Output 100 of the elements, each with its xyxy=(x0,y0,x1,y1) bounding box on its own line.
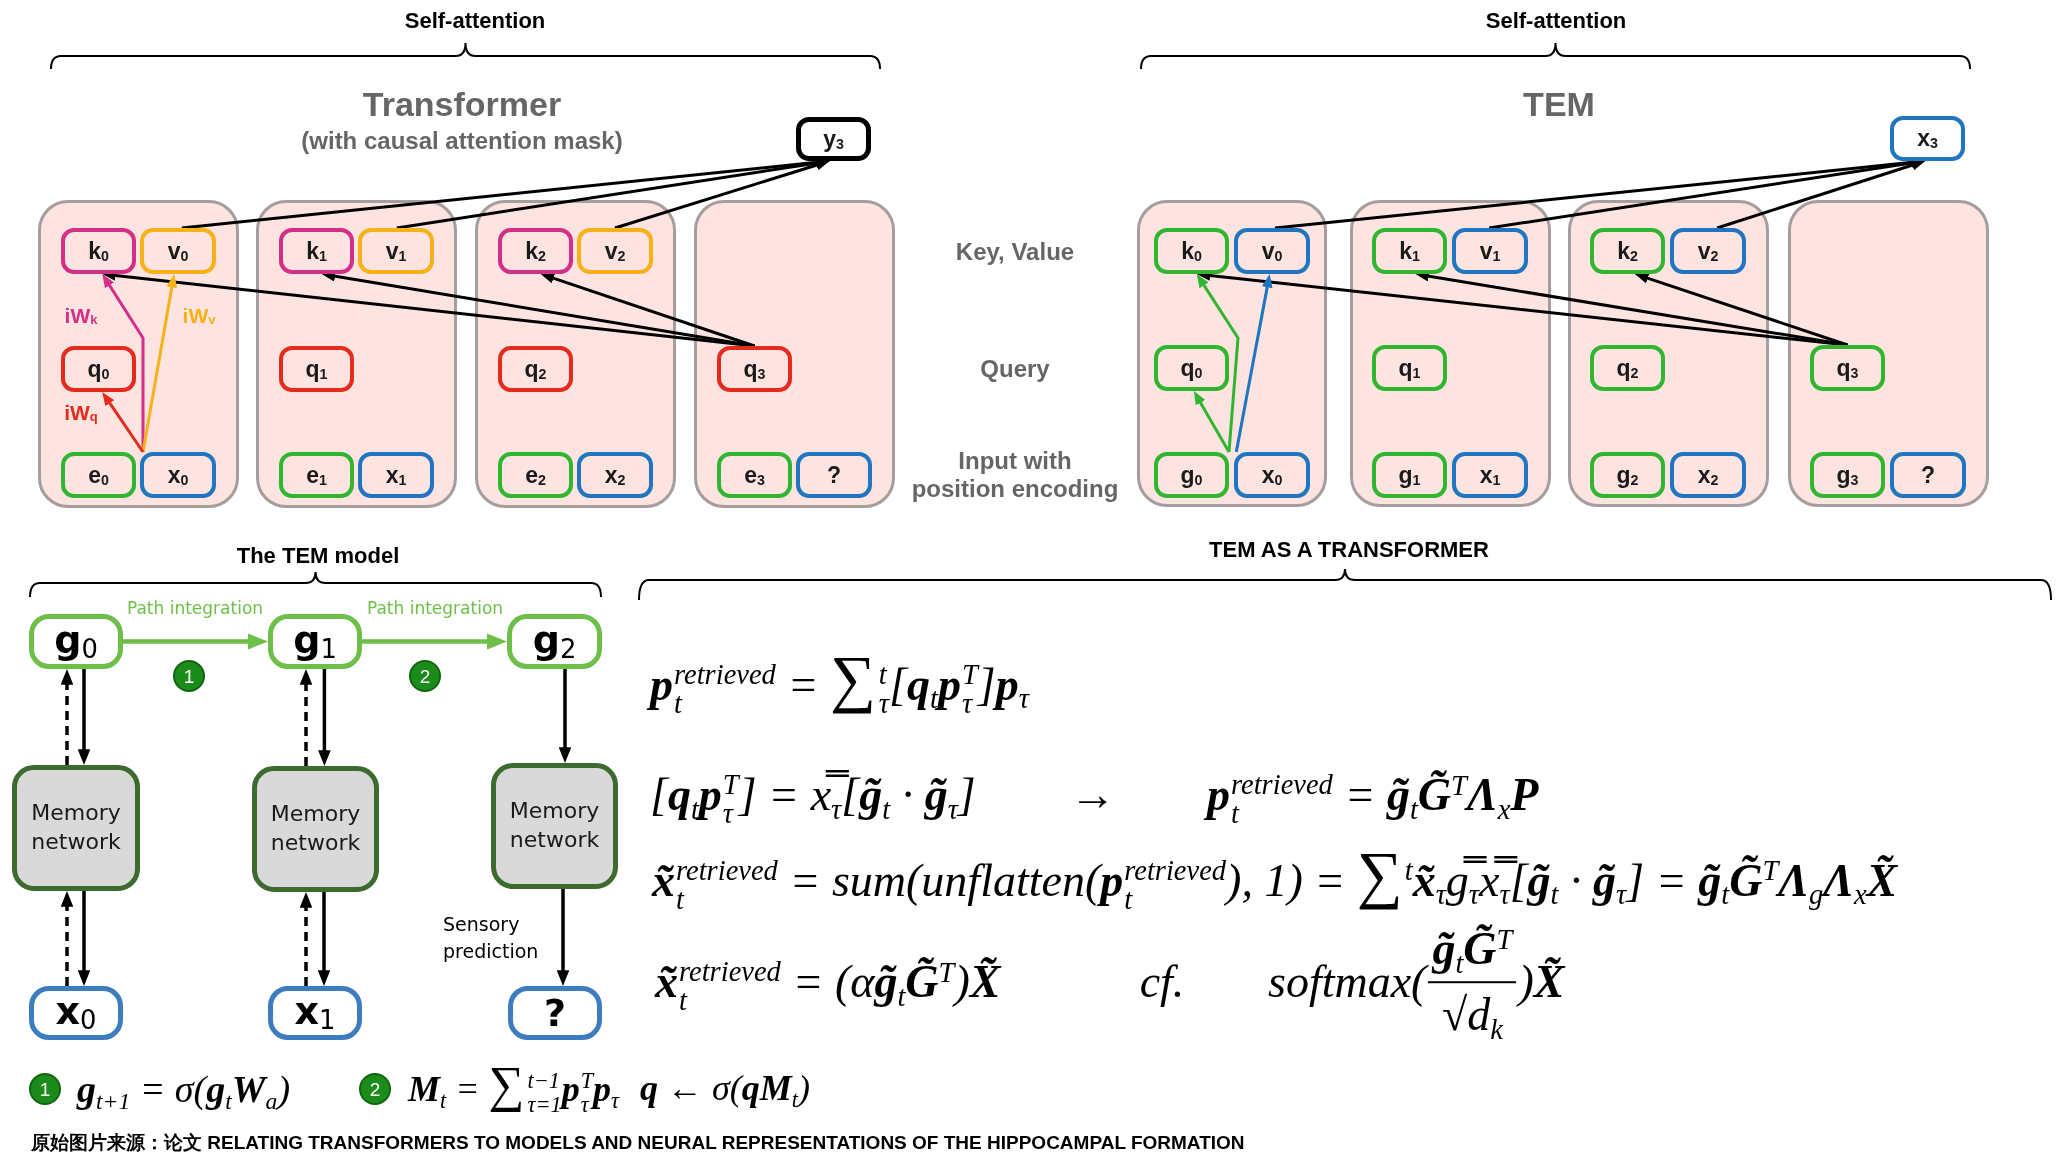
input-box: x$_{2}$ xyxy=(577,452,653,498)
query-box: q$_{3}$ xyxy=(717,346,792,392)
subheading: (with causal attention mask) xyxy=(301,127,623,155)
formula: [q$_{t}$p$_{τ}$$^{T}$] = x̿$_{τ}$[g̃$_{t}$ · g̃$_{τ}$] xyxy=(650,767,976,832)
input-box: x$_{1}$ xyxy=(358,452,434,498)
key-box: k$_{2}$ xyxy=(498,228,573,274)
arrow xyxy=(77,891,91,986)
arrow xyxy=(1193,391,1231,453)
key-box: k$_{2}$ xyxy=(1590,228,1665,274)
panel xyxy=(1788,200,1989,507)
dashed-arrow xyxy=(60,891,74,986)
panel xyxy=(1568,200,1769,507)
value-box: v$_{0}$ xyxy=(140,228,216,274)
dashed-arrow xyxy=(299,669,313,766)
number-circle: 1 xyxy=(173,660,205,692)
arrow xyxy=(1716,160,1926,230)
section-heading: TEM AS A TRANSFORMER xyxy=(1209,537,1489,563)
number-circle: 1 xyxy=(29,1073,61,1105)
arrow xyxy=(318,669,331,766)
arrow xyxy=(77,669,91,765)
position-box: g$_{3}$ xyxy=(1810,452,1885,498)
position-box: g$_{2}$ xyxy=(1590,452,1665,498)
output-box: x$_{3}$ xyxy=(1890,116,1965,161)
key-box: k$_{0}$ xyxy=(1154,228,1229,274)
panel xyxy=(38,200,239,508)
position-box: e$_{1}$ xyxy=(279,452,354,498)
key-box: k$_{1}$ xyxy=(279,228,354,274)
arrow xyxy=(362,633,507,650)
memory-box: Memory network xyxy=(12,765,140,891)
arrow xyxy=(123,633,268,650)
arrow xyxy=(558,669,572,763)
math-arrow: → xyxy=(1070,768,1116,823)
dashed-arrow xyxy=(299,892,313,986)
arrow xyxy=(102,391,145,453)
value-box: v$_{2}$ xyxy=(1670,228,1746,274)
panel xyxy=(475,200,676,508)
value-box: v$_{1}$ xyxy=(1452,228,1528,274)
value-box: v$_{2}$ xyxy=(577,228,653,274)
position-box: g$_{0}$ xyxy=(1154,452,1229,498)
arrow xyxy=(1196,274,1240,453)
source-note: 原始图片来源：论文 RELATING TRANSFORMERS TO MODELS AND NEURAL REPRESENTATIONS OF THE HIPPOCAMPAL FORMATION xyxy=(31,1132,1245,1154)
heading: Transformer xyxy=(362,85,562,125)
output-box: y$_{3}$ xyxy=(796,117,871,161)
arrow xyxy=(540,273,755,348)
sensory-box: x$_{0}$ xyxy=(29,986,123,1040)
key-box: k$_{1}$ xyxy=(1372,228,1447,274)
position-box: e$_{0}$ xyxy=(61,452,136,498)
formula: cf. xyxy=(1139,955,1185,1010)
position-box: e$_{2}$ xyxy=(498,452,573,498)
memory-box: Memory network xyxy=(491,763,618,889)
input-box: x$_{0}$ xyxy=(1234,452,1310,498)
section-heading: Self-attention xyxy=(1485,8,1627,34)
panel xyxy=(1137,200,1327,507)
value-box: v$_{0}$ xyxy=(1234,228,1310,274)
arrow xyxy=(556,889,570,986)
position-box: e$_{3}$ xyxy=(717,452,792,498)
row-label: Input with position encoding xyxy=(910,447,1120,503)
formula: g$_{t+1}$ = σ(g$_{t}$W$_{a}$) xyxy=(77,1066,291,1116)
state-box: g$_{0}$ xyxy=(29,614,123,669)
query-box: q$_{2}$ xyxy=(498,346,573,392)
formula: )X̃ xyxy=(1518,955,1565,1010)
number-circle: 2 xyxy=(359,1073,391,1105)
formula: softmax( xyxy=(1268,955,1427,1010)
value-box: v$_{1}$ xyxy=(358,228,434,274)
input-box: ? xyxy=(1890,452,1966,498)
heading: TEM xyxy=(1523,85,1595,125)
dashed-arrow xyxy=(60,669,74,765)
arrow xyxy=(141,273,178,453)
input-box: x$_{2}$ xyxy=(1670,452,1746,498)
arrow xyxy=(1634,273,1848,347)
fraction-denominator: √d$_{k}$ xyxy=(1440,988,1505,1045)
memory-box: Memory network xyxy=(252,766,379,892)
formula: M$_{t}$ = ∑$_{τ=1}$$^{t−1}$p$_{τ}$$^{T}$p$_{τ}$ xyxy=(408,1055,620,1119)
panel xyxy=(256,200,457,508)
formula: q ← σ(qM$_{t}$) xyxy=(640,1067,810,1114)
formula: x̃$_{t}$$^{retrieved}$ = (αg̃$_{t}$G̃$^{T}$)X̃ xyxy=(655,954,1001,1019)
input-box: x$_{1}$ xyxy=(1452,452,1528,498)
input-box: x$_{0}$ xyxy=(140,452,216,498)
row-label: Query xyxy=(980,355,1050,383)
state-box: g$_{1}$ xyxy=(268,614,362,669)
query-box: q$_{1}$ xyxy=(279,346,354,392)
query-box: q$_{0}$ xyxy=(1154,345,1229,391)
sensory-box: x$_{1}$ xyxy=(268,986,362,1040)
query-box: q$_{0}$ xyxy=(61,346,136,392)
panel xyxy=(1350,200,1551,507)
row-label: Key, Value xyxy=(955,238,1075,266)
section-heading: Self-attention xyxy=(404,8,546,34)
query-box: q$_{3}$ xyxy=(1810,345,1885,391)
arrow xyxy=(614,159,830,230)
section-heading: The TEM model xyxy=(236,543,400,569)
arrow xyxy=(1234,274,1273,453)
sensory-box: ? xyxy=(508,986,602,1040)
fraction-numerator: g̃$_{t}$G̃$^{T}$ xyxy=(1428,919,1517,983)
key-box: k$_{0}$ xyxy=(61,228,136,274)
position-box: g$_{1}$ xyxy=(1372,452,1447,498)
panel xyxy=(694,200,895,508)
state-box: g$_{2}$ xyxy=(507,614,602,669)
number-circle: 2 xyxy=(409,660,441,692)
input-box: ? xyxy=(796,452,872,498)
arrow xyxy=(317,892,331,986)
